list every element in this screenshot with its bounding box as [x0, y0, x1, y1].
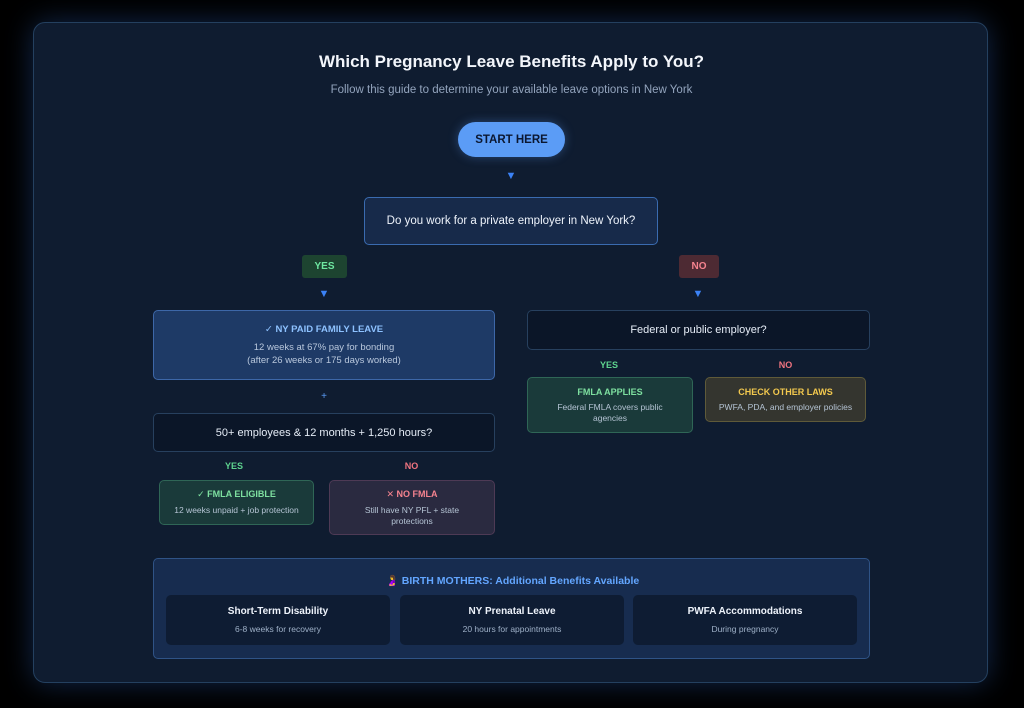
down-arrow-icon: ▼	[505, 170, 517, 182]
question-private-employer: Do you work for a private employer in Ne…	[364, 197, 658, 245]
question-federal-employer: Federal or public employer?	[527, 310, 870, 350]
start-here-button[interactable]: START HERE	[458, 122, 565, 157]
branch-no-badge: NO	[679, 255, 719, 278]
down-arrow-icon: ▼	[692, 288, 704, 300]
plus-icon: +	[321, 391, 327, 402]
birth-mothers-panel: 🤰 BIRTH MOTHERS: Additional Benefits Ava…	[153, 558, 870, 659]
benefit-card-pwfa-accommodations: PWFA Accommodations During pregnancy	[633, 595, 857, 645]
page-title: Which Pregnancy Leave Benefits Apply to …	[318, 52, 705, 71]
no-fmla-box: ✕ NO FMLA Still have NY PFL + state prot…	[329, 480, 495, 535]
fmla-applies-title: FMLA APPLIES	[577, 386, 643, 397]
question-fmla-eligibility: 50+ employees & 12 months + 1,250 hours?	[153, 413, 495, 452]
benefit-card-short-term-disability: Short-Term Disability 6-8 weeks for reco…	[166, 595, 390, 645]
benefit-card-title: PWFA Accommodations	[687, 606, 803, 617]
down-arrow-icon: ▼	[318, 288, 330, 300]
benefit-card-title: NY Prenatal Leave	[468, 606, 556, 617]
page-subtitle: Follow this guide to determine your avai…	[330, 84, 693, 96]
fmla-eligible-desc: 12 weeks unpaid + job protection	[174, 505, 299, 515]
fmla-applies-desc-line2: agencies	[592, 412, 628, 423]
no-fmla-desc-line1: Still have NY PFL + state	[364, 504, 460, 515]
ny-pfl-desc-line2: (after 26 weeks or 175 days worked)	[247, 354, 401, 366]
fmla-eligible-box: ✓ FMLA ELIGIBLE 12 weeks unpaid + job pr…	[159, 480, 314, 525]
no-fmla-title: ✕ NO FMLA	[386, 488, 438, 499]
ny-paid-family-leave-box: ✓ NY PAID FAMILY LEAVE 12 weeks at 67% p…	[153, 310, 495, 380]
fmla-yes-label: YES	[224, 461, 243, 471]
check-other-laws-box: CHECK OTHER LAWS PWFA, PDA, and employer…	[705, 377, 866, 422]
ny-pfl-title: ✓ NY PAID FAMILY LEAVE	[264, 323, 384, 335]
fmla-no-label: NO	[404, 461, 419, 471]
benefit-card-title: Short-Term Disability	[227, 606, 329, 617]
federal-no-label: NO	[778, 360, 793, 370]
no-fmla-desc-line2: protections	[391, 515, 433, 526]
check-other-laws-desc: PWFA, PDA, and employer policies	[718, 401, 853, 412]
ny-pfl-desc-line1: 12 weeks at 67% pay for bonding	[253, 341, 395, 353]
benefit-card-desc: During pregnancy	[711, 624, 779, 634]
flowchart-card: Which Pregnancy Leave Benefits Apply to …	[33, 22, 988, 683]
fmla-applies-box: FMLA APPLIES Federal FMLA covers public …	[527, 377, 693, 433]
branch-yes-badge: YES	[302, 255, 347, 278]
check-other-laws-title: CHECK OTHER LAWS	[738, 386, 833, 397]
question-private-employer-text: Do you work for a private employer in Ne…	[386, 215, 636, 227]
benefit-card-desc: 6-8 weeks for recovery	[235, 624, 321, 634]
fmla-applies-desc-line1: Federal FMLA covers public	[557, 401, 663, 412]
question-federal-employer-text: Federal or public employer?	[630, 324, 767, 336]
question-fmla-eligibility-text: 50+ employees & 12 months + 1,250 hours?	[215, 426, 433, 439]
birth-mothers-title: 🤰 BIRTH MOTHERS: Additional Benefits Ava…	[385, 575, 640, 587]
benefit-card-desc: 20 hours for appointments	[462, 624, 562, 634]
federal-yes-label: YES	[599, 360, 618, 370]
fmla-eligible-title: ✓ FMLA ELIGIBLE	[197, 489, 276, 499]
benefit-card-ny-prenatal-leave: NY Prenatal Leave 20 hours for appointme…	[400, 595, 624, 645]
